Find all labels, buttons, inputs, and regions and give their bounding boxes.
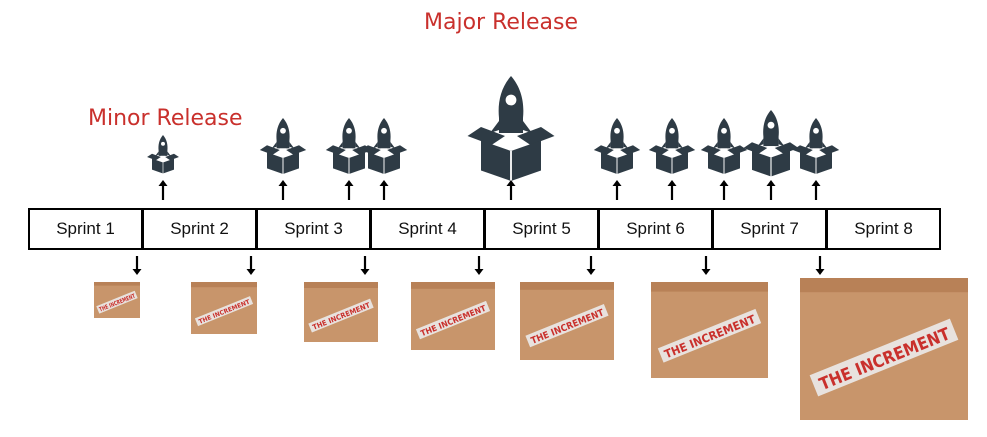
increment-arrow-icon <box>701 256 711 275</box>
rocket-box-icon <box>325 118 373 175</box>
rocket-box-icon <box>593 118 641 175</box>
rocket-box-icon <box>360 118 408 175</box>
sprint-box-2: Sprint 2 <box>142 208 257 250</box>
release-arrow-icon <box>667 180 677 200</box>
rocket-box-icon <box>259 118 307 175</box>
increment-arrow-icon <box>132 256 142 275</box>
increment-arrow-icon <box>474 256 484 275</box>
increment-box: THE INCREMENT <box>520 282 614 360</box>
increment-box: THE INCREMENT <box>94 282 140 318</box>
rocket-box-icon <box>792 118 840 175</box>
release-arrow-icon <box>344 180 354 200</box>
increment-box: THE INCREMENT <box>191 282 257 334</box>
rocket-box-icon <box>147 135 179 174</box>
increment-arrow-icon <box>246 256 256 275</box>
sprint-box-1: Sprint 1 <box>28 208 143 250</box>
increment-box: THE INCREMENT <box>800 278 968 420</box>
release-arrow-icon <box>506 180 516 200</box>
release-arrow-icon <box>278 180 288 200</box>
rocket-box-icon <box>467 76 555 181</box>
release-arrow-icon <box>766 180 776 200</box>
rocket-box-icon <box>648 118 696 175</box>
increment-arrow-icon <box>586 256 596 275</box>
sprint-box-5: Sprint 5 <box>484 208 599 250</box>
sprint-box-8: Sprint 8 <box>826 208 941 250</box>
rocket-box-icon <box>743 110 799 177</box>
rocket-box-icon <box>700 118 748 175</box>
release-arrow-icon <box>612 180 622 200</box>
sprint-box-3: Sprint 3 <box>256 208 371 250</box>
sprint-box-7: Sprint 7 <box>712 208 827 250</box>
increment-box: THE INCREMENT <box>304 282 378 342</box>
increment-arrow-icon <box>815 256 825 275</box>
increment-arrow-icon <box>360 256 370 275</box>
release-arrow-icon <box>379 180 389 200</box>
increment-box: THE INCREMENT <box>411 282 495 350</box>
major-release-label: Major Release <box>424 10 579 35</box>
minor-release-label: Minor Release <box>88 106 243 131</box>
release-arrow-icon <box>719 180 729 200</box>
release-arrow-icon <box>158 180 168 200</box>
sprint-box-4: Sprint 4 <box>370 208 485 250</box>
release-arrow-icon <box>811 180 821 200</box>
increment-box: THE INCREMENT <box>651 282 768 378</box>
sprint-box-6: Sprint 6 <box>598 208 713 250</box>
